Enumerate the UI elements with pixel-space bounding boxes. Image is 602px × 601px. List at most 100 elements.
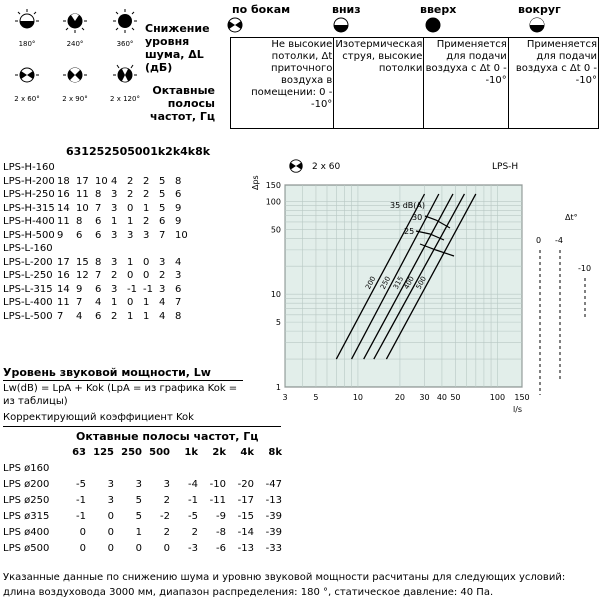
noise-value: 8 — [76, 216, 83, 228]
noise-value: 10 — [95, 175, 108, 187]
noise-value — [57, 242, 76, 256]
noise-value: 4 — [76, 310, 83, 322]
noise-level-label: 35 dB(A) — [390, 201, 425, 210]
diffuser-caption: 2 x 90° — [62, 95, 88, 103]
correction-value: 2 — [191, 526, 198, 538]
model-name: LPS-L-500 — [3, 310, 53, 322]
mode-header: по бокам — [232, 3, 291, 16]
noise-value — [57, 161, 76, 175]
noise-value — [159, 242, 175, 256]
diffuser-caption: 240° — [66, 40, 84, 48]
noise-value: 18 — [57, 175, 70, 187]
diffuser-2x120-icon — [113, 64, 137, 83]
table-row: LPS ø160 — [3, 460, 285, 476]
sound-power-formula: Lw(dB) = LpA + Kok (LpA = из графика Kok… — [3, 383, 238, 407]
correction-value: -9 — [216, 510, 226, 522]
noise-level-label: 25 — [404, 227, 414, 236]
model-name: LPS ø250 — [3, 494, 50, 506]
model-name: LPS-H-160 — [3, 162, 55, 174]
noise-value: 3 — [111, 283, 118, 295]
noise-value: 11 — [57, 216, 70, 228]
correction-value: 3 — [135, 478, 142, 490]
model-name: LPS-L-250 — [3, 270, 53, 282]
y-tick-label: 1 — [276, 383, 281, 392]
correction-value: -10 — [209, 478, 226, 490]
series-line — [335, 193, 426, 360]
noise-value: 5 — [159, 175, 166, 187]
correction-value: 0 — [79, 526, 86, 538]
noise-value: 0 — [127, 202, 134, 214]
noise-value: 7 — [175, 297, 182, 309]
noise-value — [95, 242, 111, 256]
noise-value: 8 — [95, 256, 102, 268]
noise-value: 3 — [111, 256, 118, 268]
correction-value: -33 — [265, 542, 282, 554]
mode-description: Изотермическая струя, высокие потолки — [333, 37, 425, 129]
mode-header: вверх — [420, 3, 457, 16]
noise-level-curves — [415, 215, 455, 257]
correction-value — [117, 460, 145, 476]
noise-value: 2 — [143, 189, 150, 201]
noise-value: 2 — [111, 270, 118, 282]
noise-value — [111, 161, 127, 175]
noise-value: 3 — [111, 189, 118, 201]
freq-header-cell: 250 — [121, 446, 142, 458]
noise-level-label: 30 — [412, 213, 422, 222]
mode-around-icon — [529, 17, 545, 33]
x-tick-label: 30 — [419, 393, 429, 402]
diffuser-caption: 180° — [18, 40, 36, 48]
noise-value: 8 — [175, 310, 182, 322]
lw-bands-heading: Октавные полосы частот, Гц — [76, 430, 259, 443]
correction-value: 0 — [135, 542, 142, 554]
mode-sides-icon — [227, 17, 243, 33]
airflow-modes-table: Не высокие потолки, Δt приточного воздух… — [229, 37, 600, 129]
noise-value: 3 — [111, 229, 118, 241]
noise-value: 3 — [127, 229, 134, 241]
correction-value: -2 — [160, 510, 170, 522]
noise-value: 1 — [143, 310, 150, 322]
mode-up-icon — [425, 17, 441, 33]
noise-value: 5 — [159, 189, 166, 201]
model-name: LPS ø200 — [3, 478, 50, 490]
noise-value: 0 — [143, 256, 150, 268]
noise-value: 1 — [111, 297, 118, 309]
noise-value: 1 — [127, 216, 134, 228]
correction-value: -11 — [209, 494, 226, 506]
table-row: LPS-H-160 — [3, 161, 191, 175]
correction-value: 0 — [79, 542, 86, 554]
noise-value: 9 — [175, 202, 182, 214]
noise-value: 1 — [127, 310, 134, 322]
correction-value: -1 — [76, 510, 86, 522]
noise-value: 6 — [95, 310, 102, 322]
noise-value: 11 — [57, 297, 70, 309]
noise-value: 9 — [175, 216, 182, 228]
correction-value — [145, 460, 173, 476]
noise-value: 6 — [76, 229, 83, 241]
model-name: LPS ø400 — [3, 526, 50, 538]
correction-value: -1 — [76, 494, 86, 506]
correction-value: -39 — [265, 510, 282, 522]
noise-value: 6 — [95, 283, 102, 295]
y-tick-label: 10 — [271, 290, 281, 299]
noise-reduction-heading: Снижение уровня шума, ΔL (дБ) — [145, 22, 210, 74]
correction-value: 2 — [163, 494, 170, 506]
x-tick-label: 5 — [313, 393, 318, 402]
noise-value: 4 — [95, 297, 102, 309]
x-tick-label: 10 — [353, 393, 363, 402]
chart-icon-label: 2 x 60 — [312, 162, 341, 172]
model-name: LPS-L-200 — [3, 256, 53, 268]
freq-header-cell: 2k — [212, 446, 226, 458]
noise-value: 2 — [127, 175, 134, 187]
noise-value: 4 — [175, 256, 182, 268]
correction-value: -5 — [76, 478, 86, 490]
noise-value: 17 — [57, 256, 70, 268]
correction-value: 1 — [135, 526, 142, 538]
noise-value: 6 — [175, 189, 182, 201]
noise-value: 7 — [57, 310, 64, 322]
